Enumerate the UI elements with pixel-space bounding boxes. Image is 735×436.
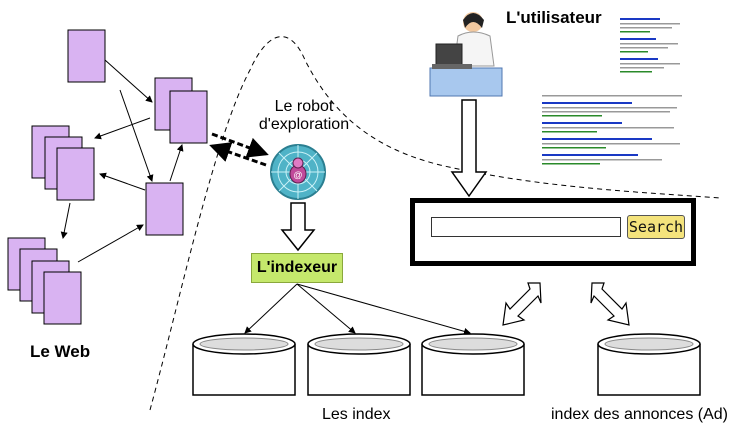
web-page: [145, 182, 184, 236]
web-links: [60, 59, 184, 263]
link-arrow: [99, 172, 146, 191]
web-page: [56, 147, 95, 201]
indexer-box: L'indexeur: [251, 253, 343, 283]
web-page: [67, 29, 106, 83]
web-page: [169, 90, 208, 144]
web-page: [43, 271, 82, 325]
results-page-thumbnail: [618, 12, 698, 82]
results-lines: [542, 95, 682, 165]
link-arrow: [104, 59, 153, 103]
database-icon: [597, 333, 701, 396]
indexer-links: [244, 283, 471, 335]
web-pages: [7, 29, 208, 325]
web-boundary-curve: [149, 36, 721, 411]
results-lines: [620, 18, 680, 73]
link-arrow: [94, 117, 151, 140]
robot-to-indexer-arrow: [280, 202, 316, 252]
web-label: Le Web: [30, 342, 91, 361]
link-arrow: [60, 202, 71, 239]
database-icon: [421, 333, 525, 396]
crawl-arrows: [209, 132, 269, 167]
results-page-thumbnail: [540, 92, 690, 170]
svg-text:@: @: [293, 170, 302, 180]
double-arrow-icon: [502, 282, 630, 326]
link-arrow: [169, 144, 184, 182]
link-arrow: [119, 89, 154, 182]
database-icon: [192, 333, 296, 396]
search-input[interactable]: [431, 217, 621, 237]
ad-index-label: index des annonces (Ad): [551, 406, 728, 423]
search-frame: Search: [410, 198, 696, 266]
database-icon: [307, 333, 411, 396]
user-at-computer-icon: [429, 12, 503, 97]
link-arrow: [77, 224, 144, 263]
user-to-search-arrow: [450, 99, 488, 198]
index-databases: [192, 333, 701, 396]
robot-label: Le robot d'exploration: [258, 98, 350, 133]
spider-icon: @: [270, 144, 326, 200]
indexes-label: Les index: [322, 406, 391, 423]
user-label: L'utilisateur: [506, 8, 602, 27]
search-button[interactable]: Search: [627, 215, 685, 239]
